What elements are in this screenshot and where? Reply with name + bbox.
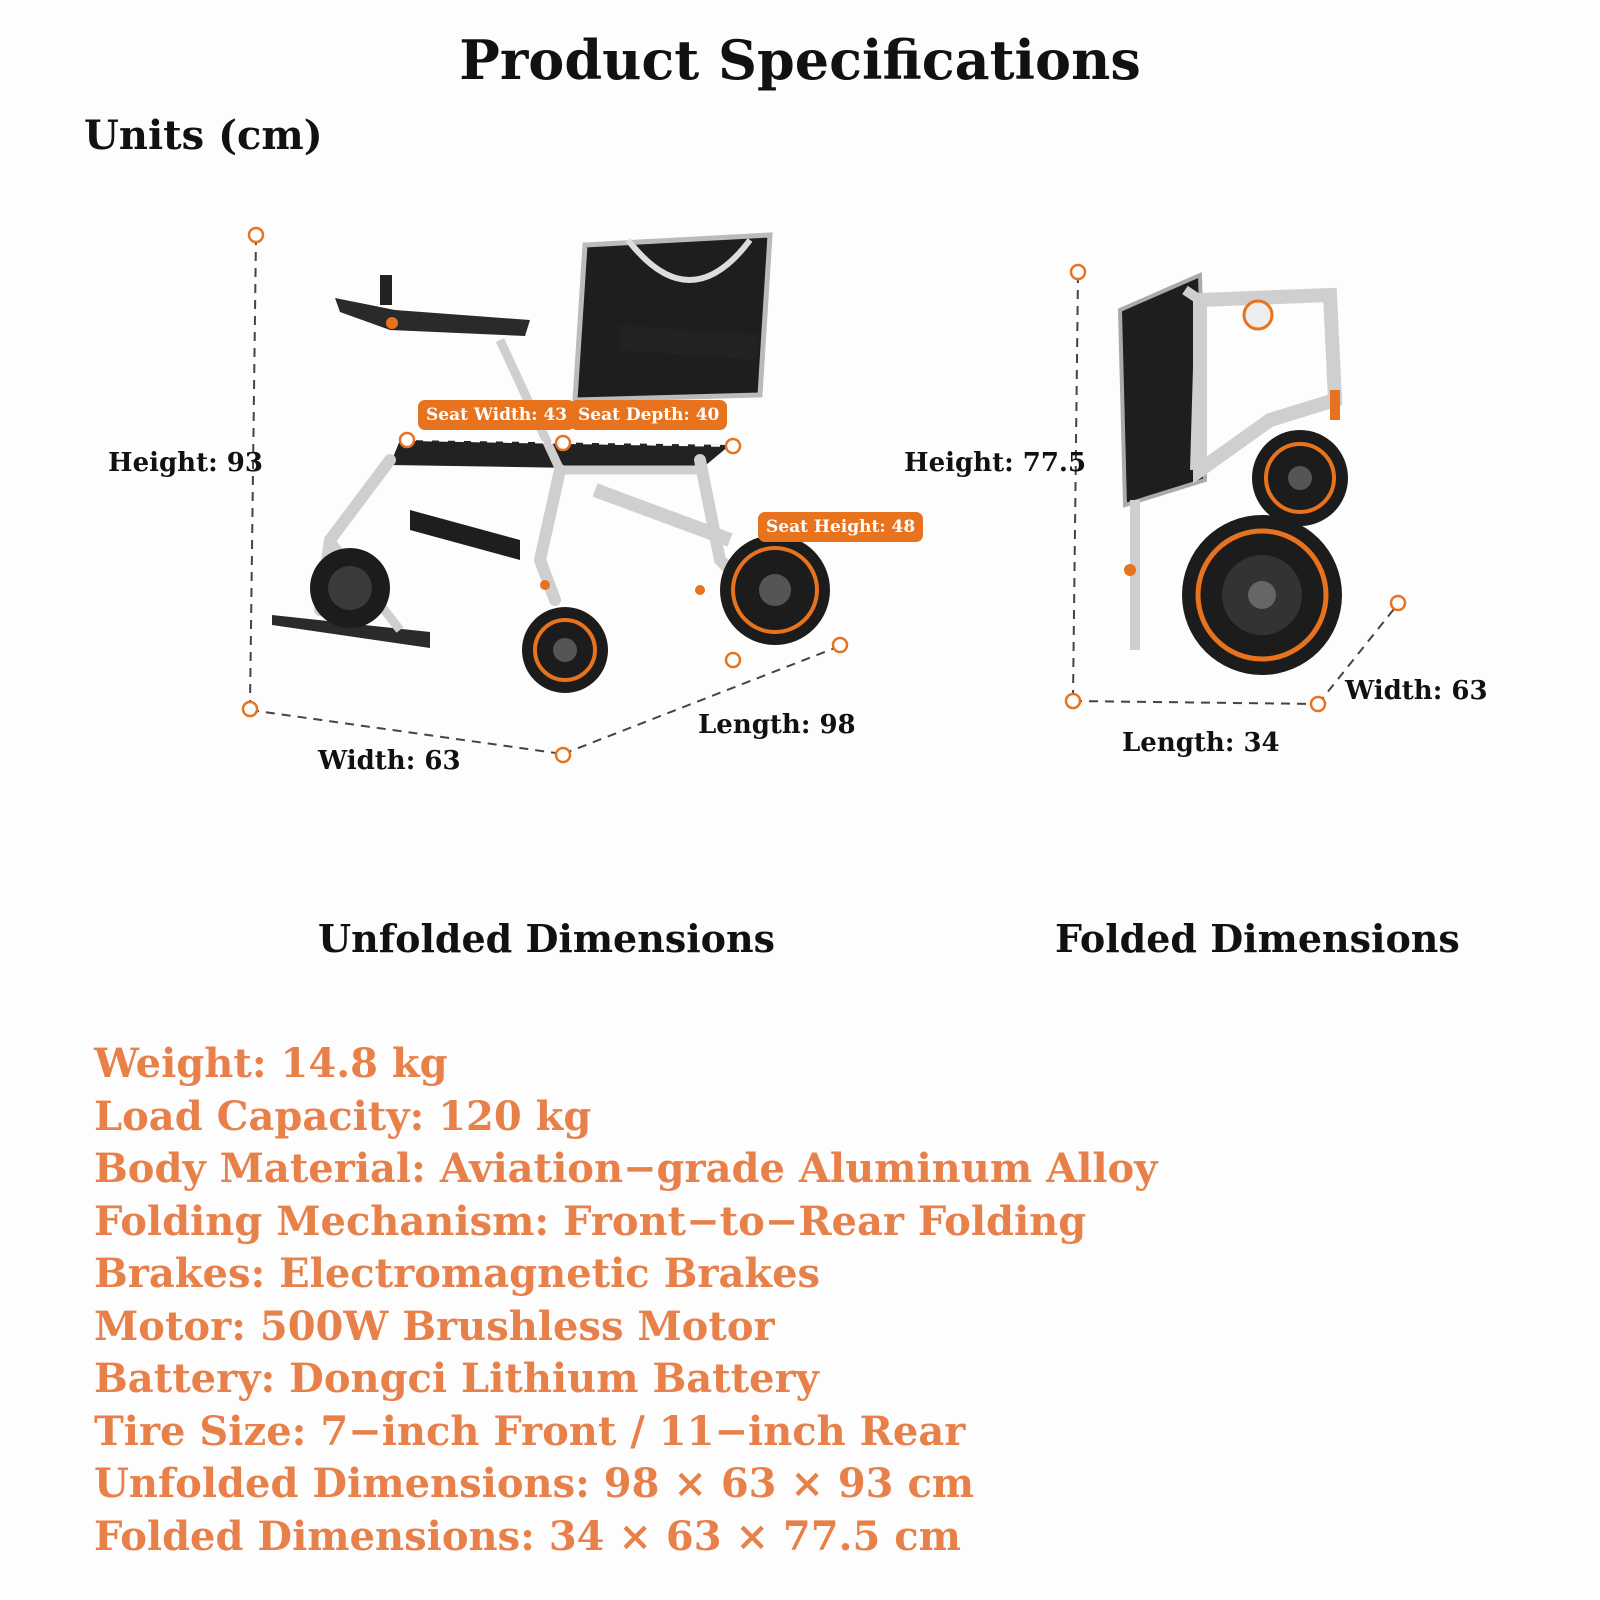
seat-width-tag: Seat Width: 43	[418, 400, 576, 430]
unfolded-width-label: Width: 63	[318, 746, 461, 776]
folded-width-label: Width: 63	[1345, 676, 1488, 706]
spec-unfolded-dimensions: Unfolded Dimensions: 98 × 63 × 93 cm	[94, 1460, 975, 1507]
folded-height-label: Height: 77.5	[904, 448, 1087, 478]
units-label: Units (cm)	[84, 112, 323, 159]
unfolded-length-label: Length: 98	[698, 710, 856, 740]
folded-dimension-markers	[1064, 263, 1407, 713]
spec-list: Weight: 14.8 kg Load Capacity: 120 kg Bo…	[94, 1038, 1157, 1563]
seat-height-tag: Seat Height: 48	[758, 512, 924, 542]
unfolded-dimension-markers	[241, 226, 849, 764]
spec-body-material: Body Material: Aviation−grade Aluminum A…	[94, 1145, 1158, 1192]
folded-caption: Folded Dimensions	[1055, 916, 1460, 961]
unfolded-caption: Unfolded Dimensions	[318, 916, 776, 961]
folded-wheelchair-image	[1117, 271, 1348, 675]
folded-length-label: Length: 34	[1122, 728, 1280, 758]
spec-load-capacity: Load Capacity: 120 kg	[94, 1092, 592, 1140]
unfolded-height-label: Height: 93	[108, 448, 263, 478]
folded-dimension-lines	[1072, 273, 1399, 705]
spec-folding-mechanism: Folding Mechanism: Front−to−Rear Folding	[94, 1197, 1087, 1245]
spec-battery: Battery: Dongci Lithium Battery	[94, 1355, 819, 1402]
spec-motor: Motor: 500W Brushless Motor	[94, 1302, 775, 1350]
spec-tire-size: Tire Size: 7−inch Front / 11−inch Rear	[94, 1407, 966, 1455]
seat-depth-tag: Seat Depth: 40	[570, 400, 728, 430]
page-title: Product Specifications	[459, 28, 1141, 92]
spec-brakes: Brakes: Electromagnetic Brakes	[94, 1250, 821, 1297]
spec-folded-dimensions: Folded Dimensions: 34 × 63 × 77.5 cm	[94, 1512, 961, 1560]
spec-weight: Weight: 14.8 kg	[94, 1040, 448, 1087]
unfolded-wheelchair-image	[272, 232, 830, 693]
